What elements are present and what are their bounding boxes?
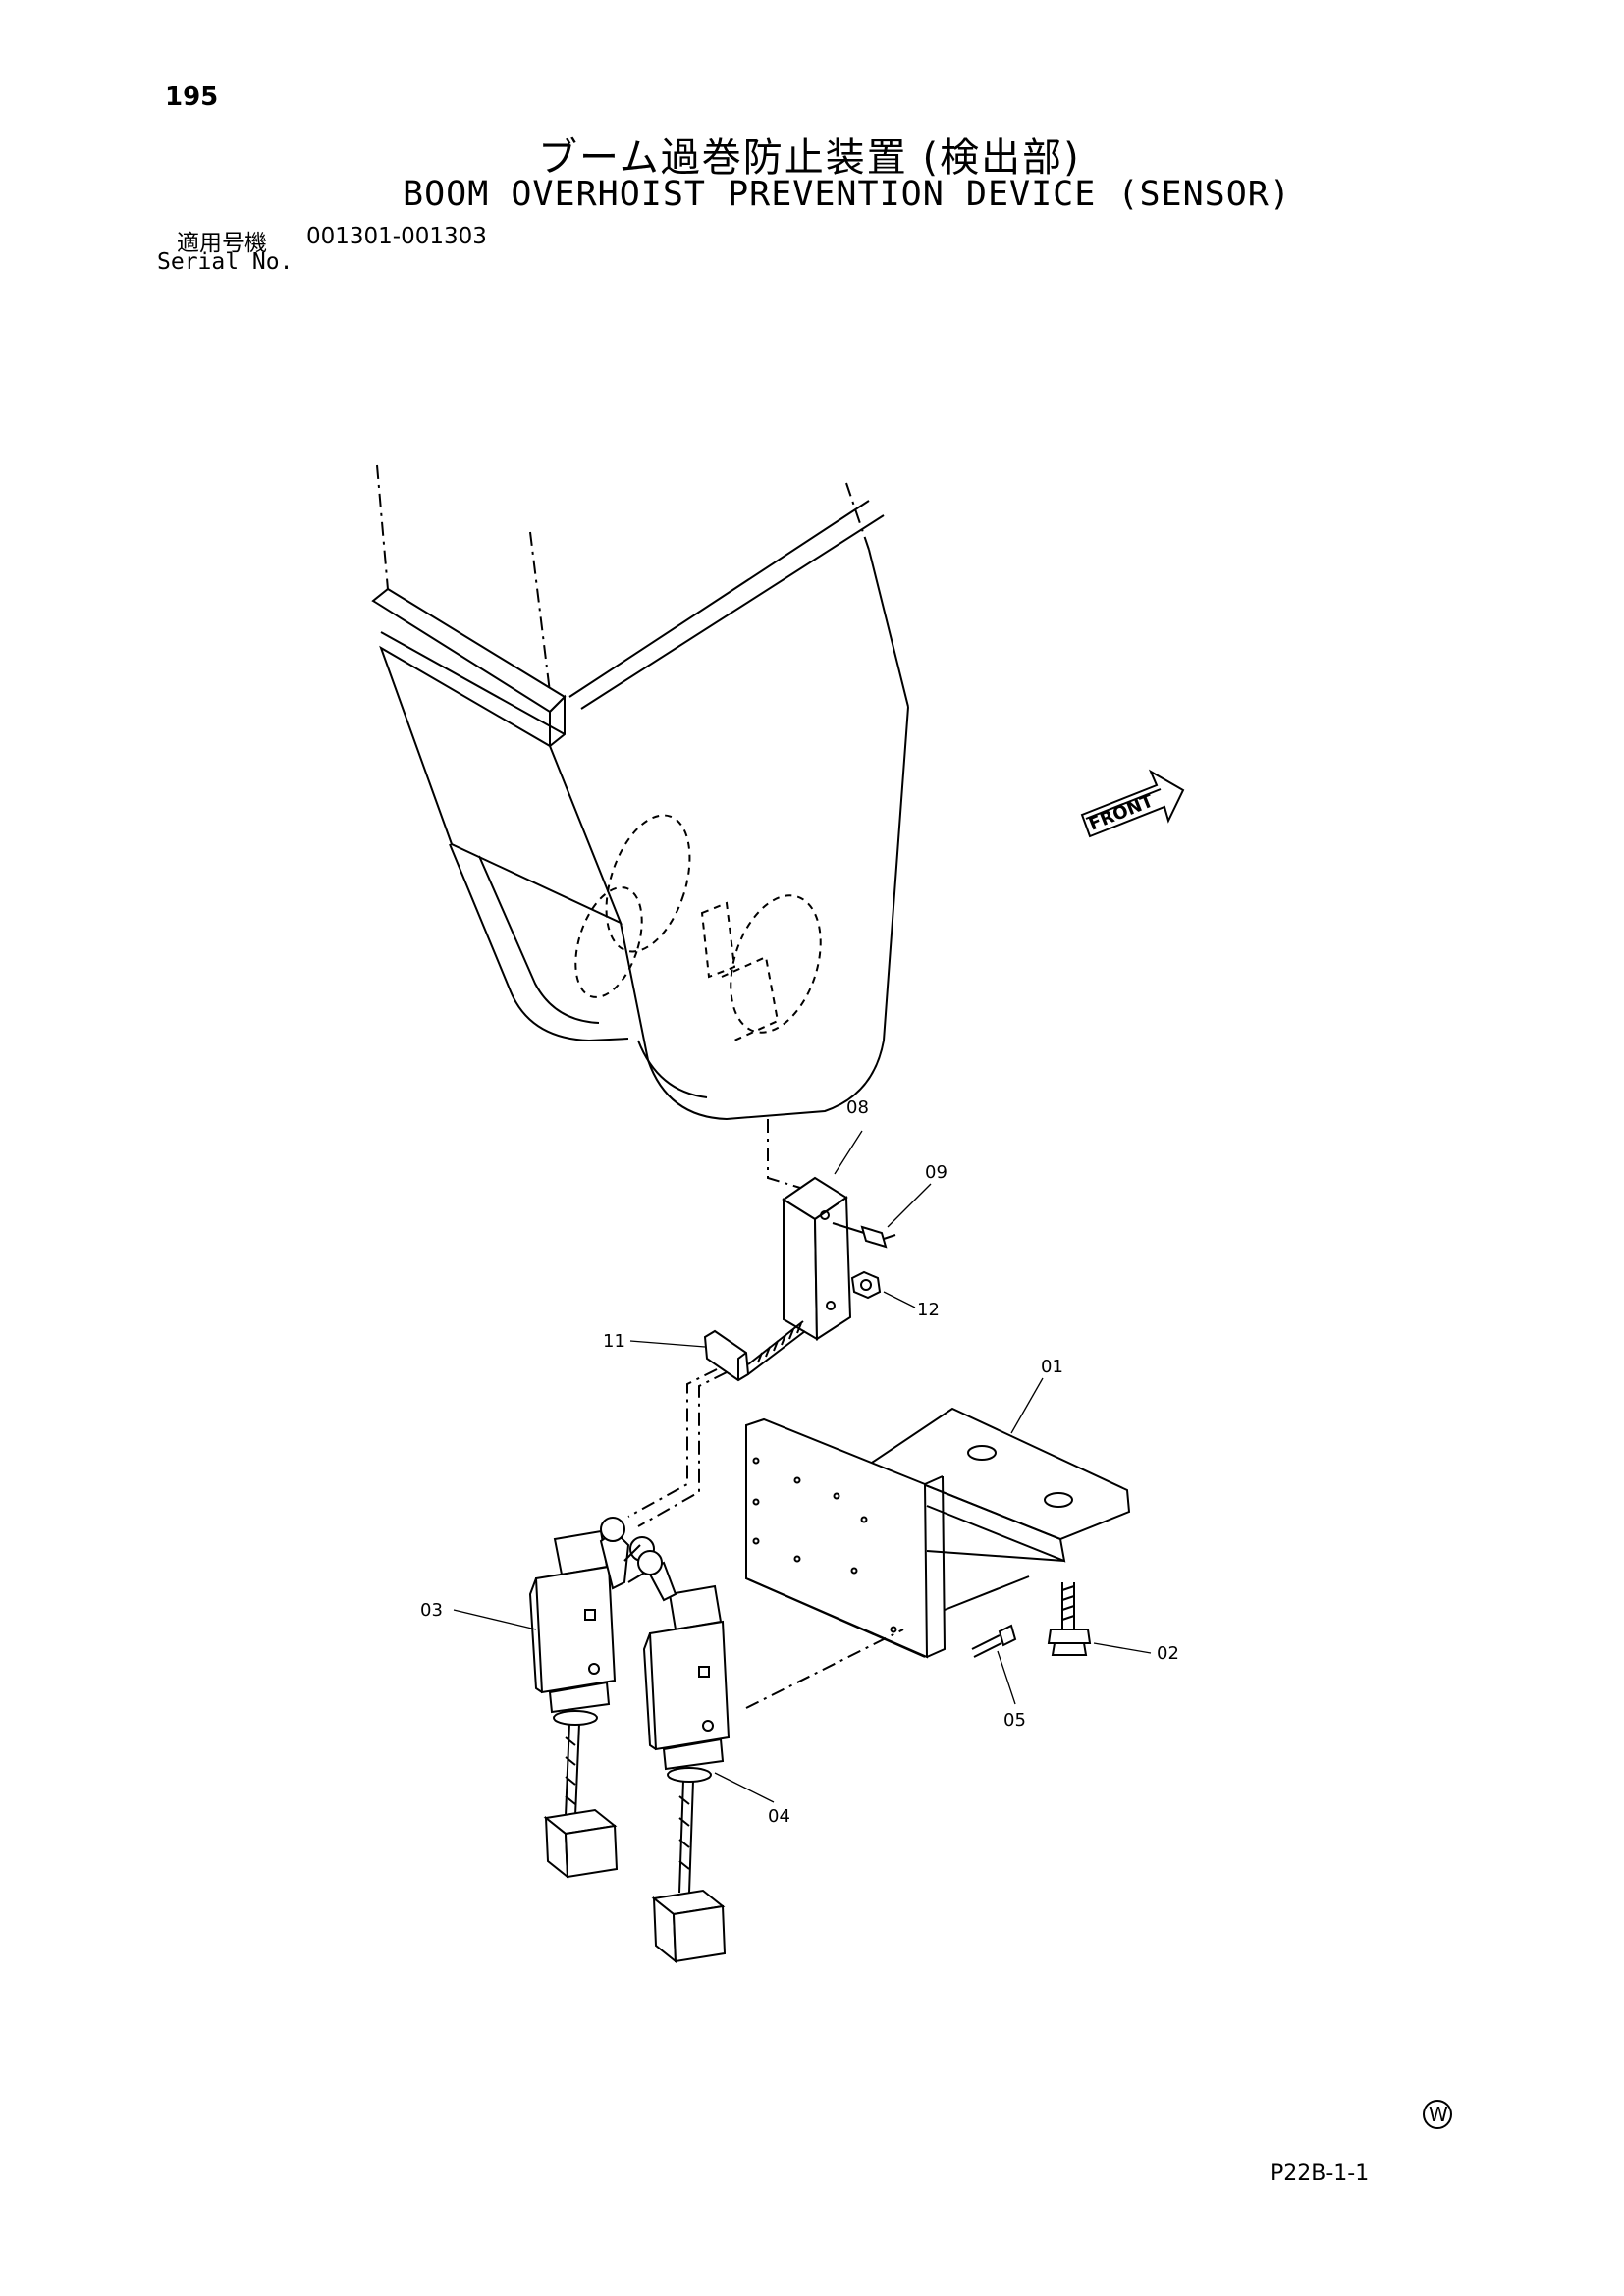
part-05-bolt [971,1624,1017,1658]
part-11-adjusting-screw [627,1320,806,1527]
assembly-chain-line [745,1629,904,1709]
callout-03: 03 [420,1600,443,1621]
title-japanese: ブーム過巻防止装置 (検出部) [538,135,1081,181]
callout-01: 01 [1041,1357,1063,1377]
serial-label-japanese: 適用号機 [177,231,267,256]
callout-12: 12 [917,1300,940,1320]
part-01-mounting-bracket [745,1407,1131,1659]
part-03-limit-switch [528,1517,655,1880]
callout-09: 09 [925,1162,947,1183]
part-09-bolt [832,1222,896,1249]
w-symbol-letter: W [1429,2103,1448,2126]
part-08-bracket [782,1176,852,1341]
callout-11: 11 [603,1331,625,1352]
callout-04: 04 [768,1806,790,1827]
front-direction-arrow: FRONT [1080,769,1185,838]
callout-02: 02 [1157,1643,1179,1664]
w-circle-symbol: W [1423,2100,1452,2129]
page-code: P22B-1-1 [1271,2162,1370,2186]
callout-08: 08 [846,1097,869,1118]
front-arrow-label: FRONT [1086,790,1157,835]
serial-label-english: Serial No. [157,249,294,275]
callout-05: 05 [1003,1710,1026,1731]
part-04-limit-switch [637,1550,731,1964]
serial-number-range: 001301-001303 [306,224,487,249]
callout-leaders [453,1130,1152,1803]
part-12-nut [850,1270,882,1300]
title-english: BOOM OVERHOIST PREVENTION DEVICE (SENSOR… [403,175,1291,214]
page-number: 195 [165,82,219,112]
boom-foot [371,464,909,1189]
part-02-flange-bolt [1047,1582,1092,1656]
